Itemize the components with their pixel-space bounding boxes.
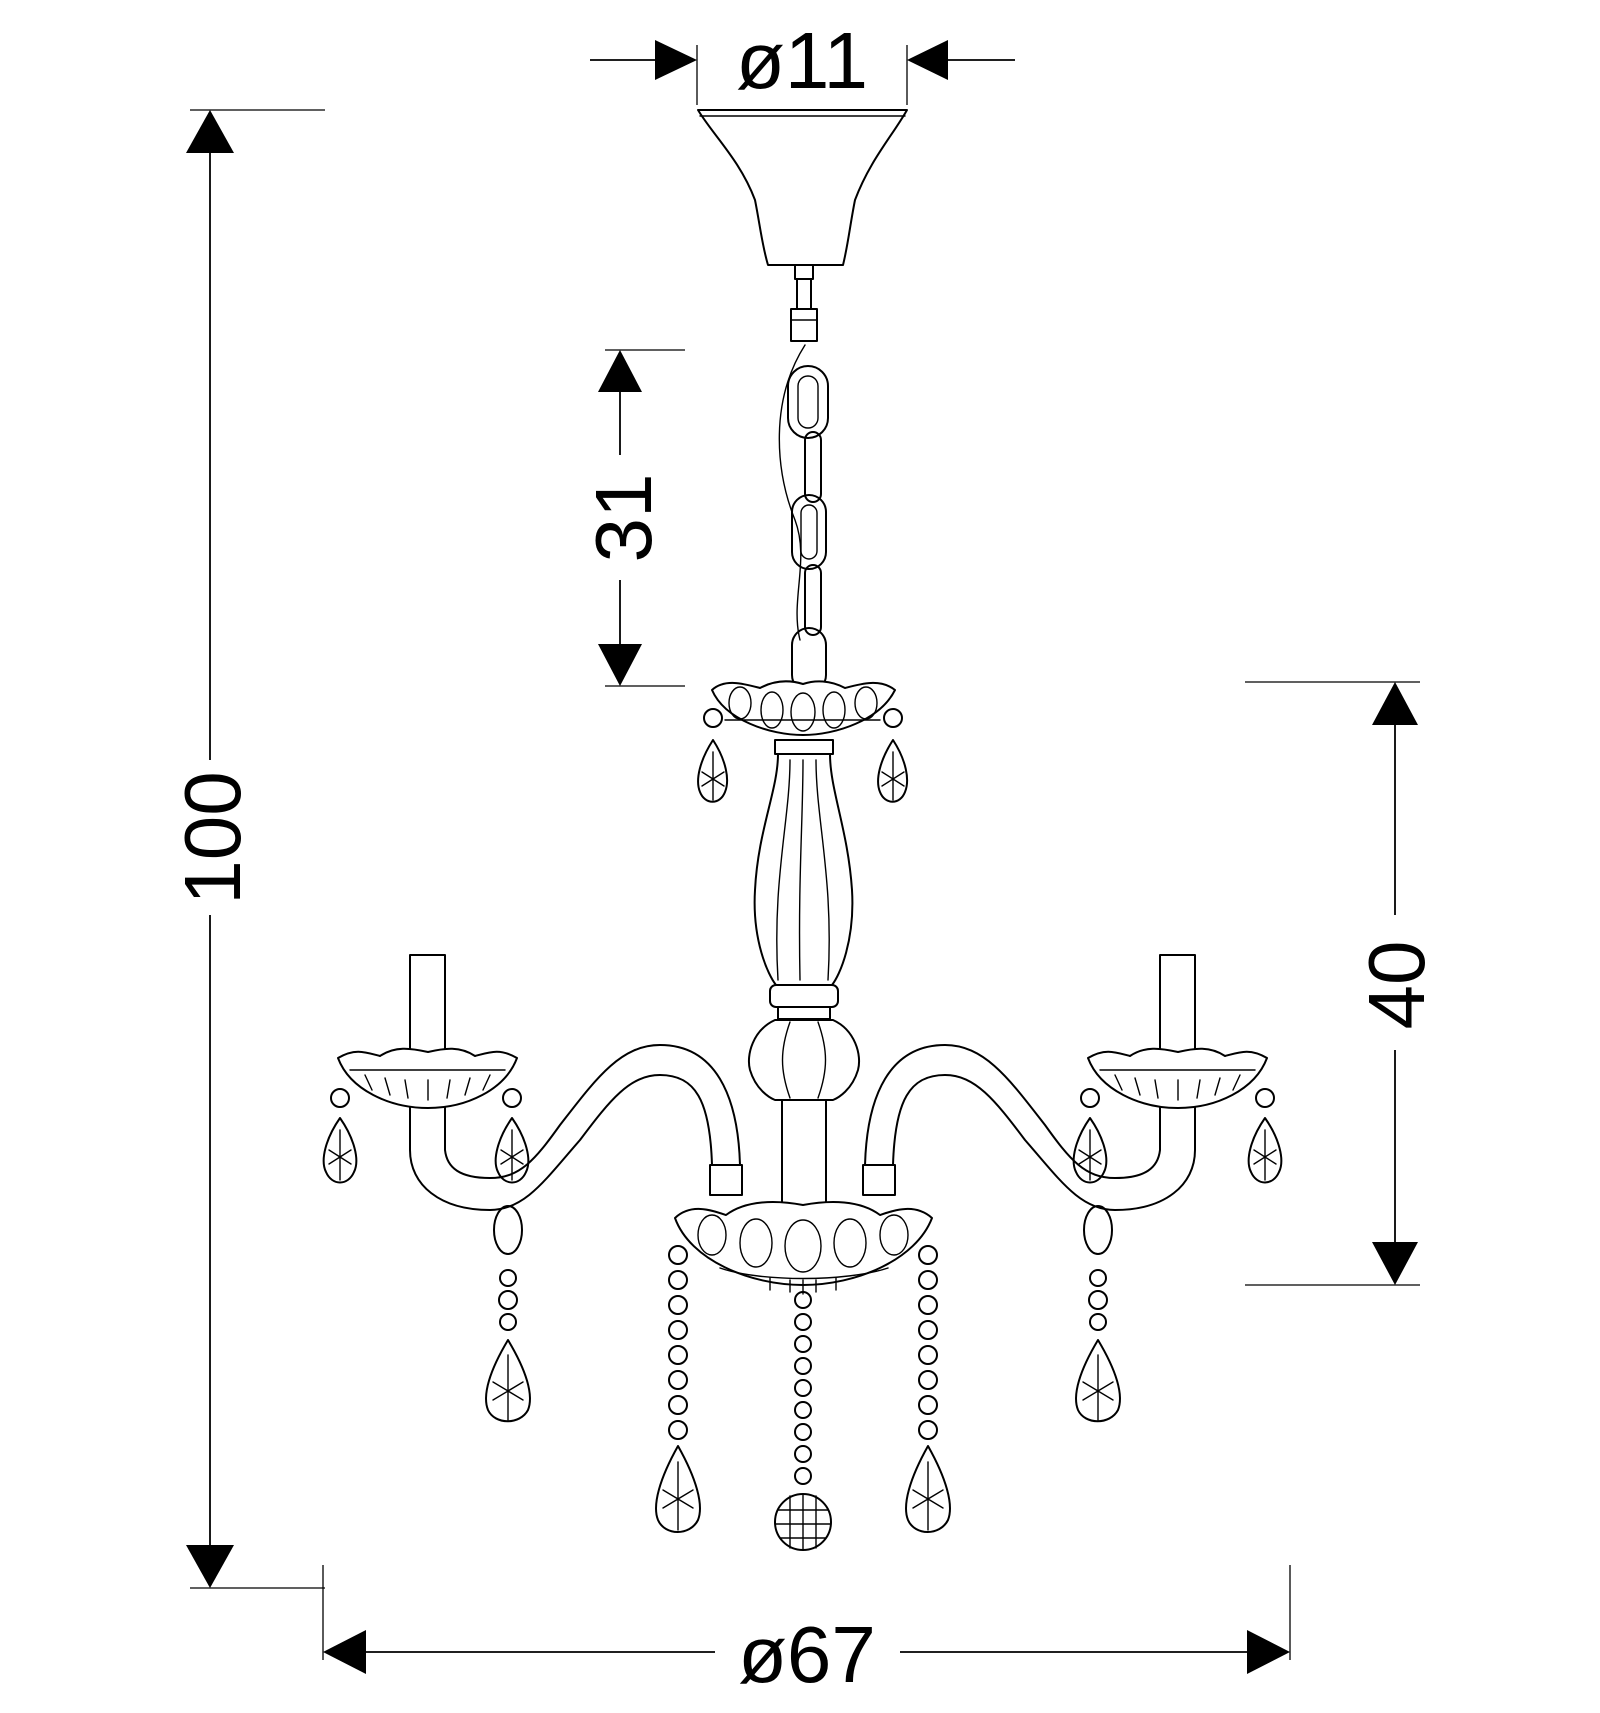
central-bowl: [674, 1201, 933, 1295]
dimension-total-height: 100: [168, 109, 325, 1589]
dimension-canopy-diameter: ø11: [590, 16, 1015, 105]
chain-length-label: 31: [579, 474, 668, 563]
ceiling-canopy: [697, 109, 908, 342]
bead-strand-left: [655, 1245, 701, 1533]
arm-drop-right: [1075, 1205, 1121, 1423]
dimension-body-height: 40: [1245, 681, 1441, 1286]
total-height-label: 100: [168, 771, 257, 904]
arm-drop-left: [485, 1205, 531, 1423]
suspension-chain: [778, 344, 829, 693]
chandelier-illustration: [322, 109, 1283, 1551]
bobeche-left: [322, 1047, 530, 1184]
candle-right: [1159, 954, 1196, 1054]
dimension-overall-diameter: ø67: [322, 1565, 1291, 1699]
central-stem: [748, 739, 860, 1213]
body-height-label: 40: [1352, 941, 1441, 1030]
canopy-diameter-label: ø11: [736, 16, 868, 105]
dimension-chain-length: 31: [579, 349, 685, 687]
bead-strand-right: [905, 1245, 951, 1533]
overall-diameter-label: ø67: [738, 1610, 876, 1699]
candle-left: [409, 954, 446, 1054]
top-bobeche: [697, 680, 909, 803]
bead-strand-center: [774, 1291, 832, 1551]
bobeche-right: [1072, 1047, 1283, 1184]
